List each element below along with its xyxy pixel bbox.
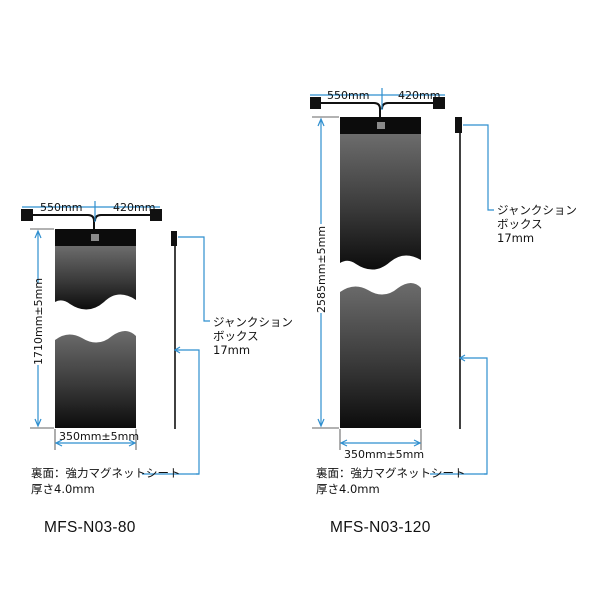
height-arrows — [317, 117, 325, 428]
junction-box-label-line3: 17mm — [497, 231, 534, 245]
backside-label-line1: 裏面：強力マグネットシート — [31, 466, 181, 480]
side-junction-box — [171, 231, 177, 246]
junction-box-leader — [178, 236, 210, 322]
backside-label-line1: 裏面：強力マグネットシート — [316, 466, 466, 480]
backside-leader — [460, 357, 488, 475]
connector-right — [433, 97, 445, 109]
width-label: 350mm±5mm — [59, 430, 139, 443]
junction-box-label-line3: 17mm — [213, 343, 250, 357]
backside-arrow — [173, 346, 181, 354]
backside-label-line2: 厚さ4.0mm — [316, 482, 380, 496]
height-arrows — [34, 229, 42, 428]
width-arrows — [54, 439, 137, 447]
junction-box-leader — [463, 124, 494, 211]
panel-upper-section — [340, 134, 421, 270]
connector-right — [150, 209, 162, 221]
junction-connector — [91, 234, 99, 241]
connector-left — [310, 97, 321, 109]
panel-upper-section — [55, 246, 136, 310]
junction-box-label-line1: ジャンクション — [213, 315, 293, 329]
panel-right: 550mm 420mm 2585mm±5mm 350mm±5mm ジャンクション… — [310, 88, 577, 536]
junction-box-label-line2: ボックス — [497, 217, 543, 231]
side-junction-box — [455, 117, 462, 133]
cable-right-length: 420mm — [113, 201, 155, 214]
backside-leader — [175, 349, 200, 475]
connector-left — [21, 209, 33, 221]
model-name: MFS-N03-120 — [330, 519, 431, 536]
panel-lower-section — [55, 331, 136, 428]
panel-left: 550mm 420mm 1710mm±5mm 350mm±5mm ジャンクション… — [21, 201, 293, 536]
cable-right-length: 420mm — [398, 89, 440, 102]
panel-lower-section — [340, 283, 421, 428]
cable-left-length: 550mm — [327, 89, 369, 102]
backside-label-line2: 厚さ4.0mm — [31, 482, 95, 496]
backside-arrow — [458, 354, 466, 362]
cable-left-length: 550mm — [40, 201, 82, 214]
height-label: 1710mm±5mm — [32, 278, 45, 365]
height-label: 2585mm±5mm — [315, 226, 328, 313]
junction-box-label-line1: ジャンクション — [497, 203, 577, 217]
width-label: 350mm±5mm — [344, 448, 424, 461]
model-name: MFS-N03-80 — [44, 519, 136, 536]
junction-connector — [377, 122, 385, 129]
junction-box-label-line2: ボックス — [213, 329, 259, 343]
width-arrows — [339, 439, 422, 447]
